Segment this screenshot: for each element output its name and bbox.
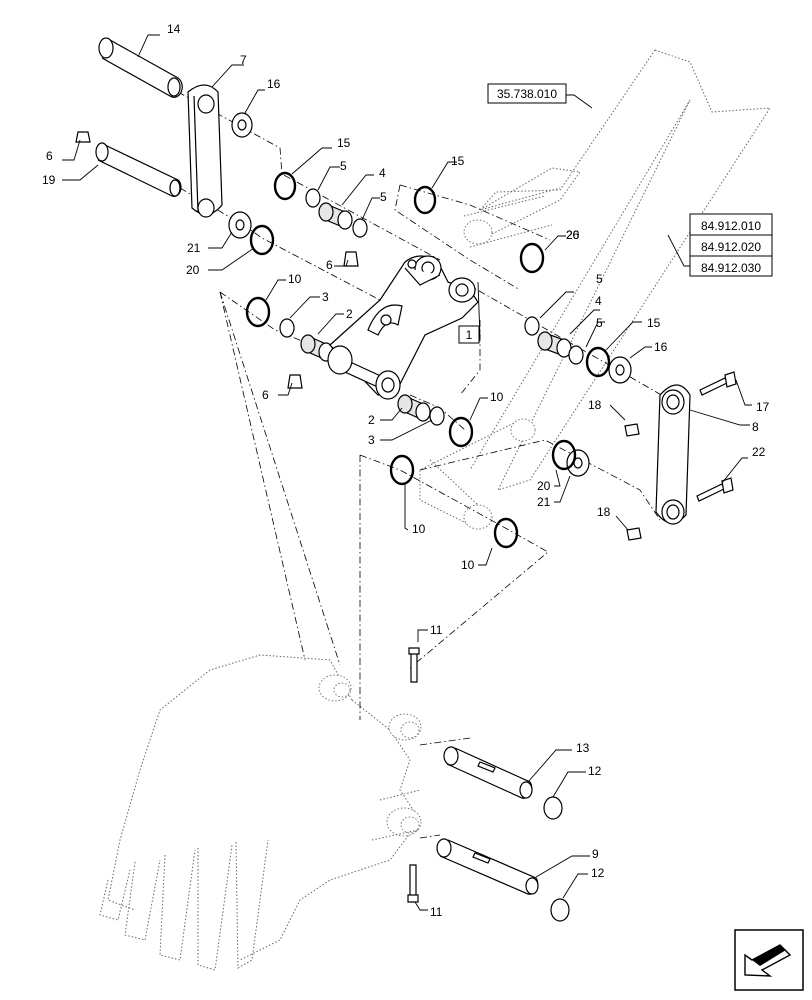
- callout-12: 12: [588, 764, 602, 778]
- callout-22: 22: [752, 445, 766, 459]
- nuts-18: [624, 423, 642, 541]
- link-ref-1: 84.912.010: [701, 219, 761, 233]
- link-ref-boxes[interactable]: 84.912.010 84.912.020 84.912.030: [689, 213, 773, 277]
- callout-17: 17: [756, 400, 770, 414]
- link-8: [655, 384, 691, 525]
- callout-6: 6: [46, 149, 53, 163]
- callout-3: 3: [368, 433, 375, 447]
- callout-13: 13: [576, 741, 590, 755]
- pin-14: [98, 37, 183, 98]
- callout-21: 21: [537, 495, 551, 509]
- pin-19: [95, 142, 182, 197]
- callout-21: 21: [187, 241, 201, 255]
- callout-4: 4: [379, 166, 386, 180]
- callout-6: 6: [262, 388, 269, 402]
- callout-15: 15: [647, 316, 661, 330]
- callout-10: 10: [490, 390, 504, 404]
- callout-14: 14: [167, 22, 181, 36]
- callout-20: 20: [537, 479, 551, 493]
- bolts-17-22: [696, 371, 737, 502]
- callout-5: 5: [596, 316, 603, 330]
- callout-20: 20: [566, 228, 580, 242]
- callout-6: 6: [326, 258, 333, 272]
- callout-20: 20: [186, 263, 200, 277]
- arm-ref-label: 35.738.010: [497, 87, 557, 101]
- rings-12: [543, 796, 570, 922]
- callout-16: 16: [654, 340, 668, 354]
- bucket-ghost: [99, 654, 422, 971]
- bolts-11: [407, 647, 420, 903]
- callout-15: 15: [451, 154, 465, 168]
- callout-4: 4: [595, 294, 602, 308]
- callout-labels: 14 7 16 6 19 15 5 4 5 15 20 26 21 20 6 1…: [42, 22, 770, 919]
- callout-10: 10: [412, 522, 426, 536]
- arrow-icon[interactable]: [734, 929, 804, 991]
- callout-5: 5: [340, 159, 347, 173]
- callout-10: 10: [288, 272, 302, 286]
- leader-lines: [62, 34, 752, 911]
- callout-12: 12: [591, 866, 605, 880]
- arm-ref-box[interactable]: 35.738.010: [487, 83, 567, 104]
- callout-2: 2: [368, 413, 375, 427]
- washers-16-21: [228, 112, 632, 477]
- bushings-4-2: [279, 188, 584, 426]
- o-rings: [245, 171, 611, 549]
- callout-box-1: 1: [458, 325, 480, 344]
- callout-1: 1: [466, 328, 473, 342]
- h-link-1: [327, 255, 479, 400]
- callout-26: 26: [566, 228, 580, 242]
- link-plate-7: [187, 84, 223, 218]
- callout-11: 11: [430, 623, 443, 637]
- callout-15: 15: [337, 136, 351, 150]
- link-ref-2: 84.912.020: [701, 240, 761, 254]
- callout-19: 19: [42, 173, 56, 187]
- pin-13: [443, 746, 533, 799]
- arm-ghost: [419, 49, 771, 530]
- assembly-axis-lines: [177, 91, 671, 839]
- callout-5: 5: [596, 272, 603, 286]
- callout-18: 18: [597, 505, 611, 519]
- callout-5: 5: [380, 190, 387, 204]
- callout-11: 11: [430, 905, 443, 919]
- callout-7: 7: [240, 53, 247, 67]
- callout-8: 8: [752, 420, 759, 434]
- callout-9: 9: [592, 847, 599, 861]
- callout-18: 18: [588, 398, 602, 412]
- callout-2: 2: [346, 307, 353, 321]
- link-ref-3: 84.912.030: [701, 261, 761, 275]
- callout-16: 16: [267, 77, 281, 91]
- pin-9: [436, 838, 539, 895]
- callout-3: 3: [322, 290, 329, 304]
- callout-10: 10: [461, 558, 475, 572]
